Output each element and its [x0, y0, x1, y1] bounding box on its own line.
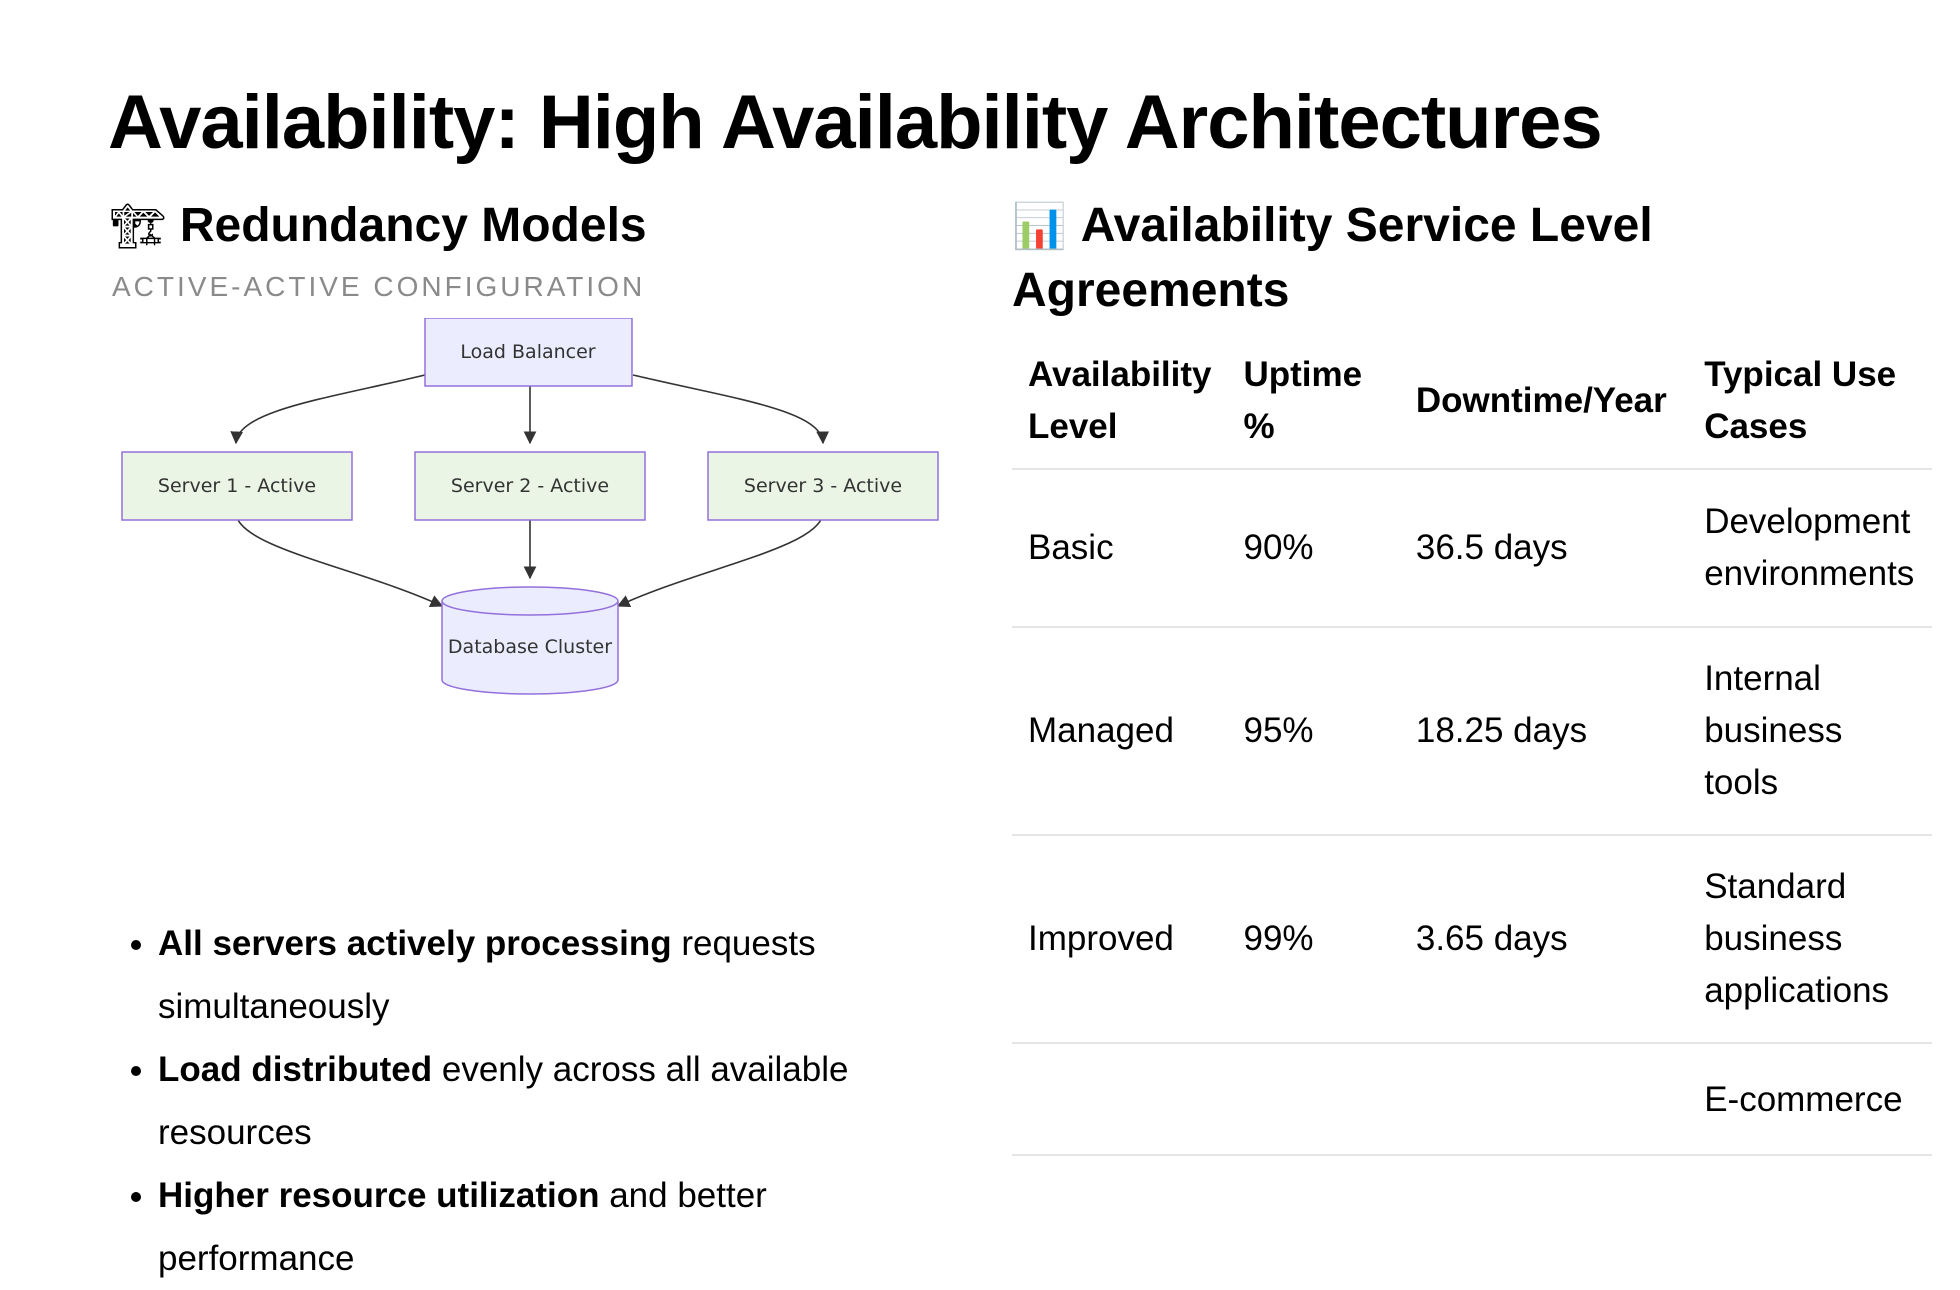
cell-uptime: 90% [1227, 469, 1400, 628]
database-cluster-node: Database Cluster [441, 586, 619, 695]
database-cluster-label: Database Cluster [448, 636, 612, 658]
cell-level: Basic [1012, 469, 1228, 628]
col-header-availability-level: Availability Level [1012, 334, 1228, 470]
server3-label: Server 3 - Active [744, 475, 902, 497]
redundancy-bullets: All servers actively processing requests… [110, 912, 958, 1290]
sla-header-row: Availability Level Uptime % Downtime/Yea… [1012, 334, 1932, 470]
load-balancer-node: Load Balancer [424, 318, 633, 387]
construction-crane-icon: 🏗 [110, 201, 166, 252]
redundancy-models-label: Redundancy Models [179, 199, 647, 252]
edge-lb-server1 [230, 374, 426, 445]
server1-label: Server 1 - Active [158, 475, 316, 497]
sla-section: 📊Availability Service Level Agreements A… [1012, 194, 1932, 1156]
page-title: Availability: High Availability Architec… [108, 80, 1603, 165]
cell-uptime [1227, 1043, 1400, 1156]
table-row: Basic 90% 36.5 days Development environm… [1012, 469, 1932, 628]
cell-downtime [1399, 1043, 1689, 1156]
sla-heading-label: Availability Service Level Agreements [1012, 199, 1653, 317]
redundancy-models-heading: 🏗 Redundancy Models [110, 194, 970, 259]
load-balancer-label: Load Balancer [460, 341, 595, 363]
cell-uptime: 95% [1227, 627, 1400, 836]
cell-level: Improved [1012, 835, 1228, 1044]
table-row: Improved 99% 3.65 days Standard business… [1012, 835, 1932, 1044]
cell-use-case: E-commerce [1688, 1043, 1932, 1156]
bar-chart-icon: 📊 [1012, 201, 1067, 252]
edge-server3-db [616, 513, 824, 607]
cell-level [1012, 1043, 1228, 1156]
active-active-diagram: Load Balancer Server 1 - Active Server 2… [121, 318, 939, 695]
server3-node: Server 3 - Active [707, 451, 939, 521]
server2-label: Server 2 - Active [451, 475, 609, 497]
redundancy-models-section: 🏗 Redundancy Models ACTIVE-ACTIVE CONFIGU… [110, 194, 970, 1278]
col-header-downtime: Downtime/Year [1399, 334, 1689, 470]
bullet-item: Load distributed evenly across all avail… [158, 1038, 958, 1164]
cell-use-case: Development environments [1688, 469, 1932, 628]
cell-uptime: 99% [1227, 835, 1400, 1044]
sla-table: Availability Level Uptime % Downtime/Yea… [1012, 334, 1932, 1156]
col-header-uptime: Uptime % [1227, 334, 1400, 470]
edge-lb-server3 [632, 374, 830, 445]
bullet-item: Higher resource utilization and better p… [158, 1164, 958, 1290]
server1-node: Server 1 - Active [121, 451, 353, 521]
table-row: E-commerce [1012, 1043, 1932, 1156]
server2-node: Server 2 - Active [414, 451, 646, 521]
cell-use-case: Standard business applications [1688, 835, 1932, 1044]
sla-heading: 📊Availability Service Level Agreements [1012, 194, 1932, 323]
cell-downtime: 36.5 days [1399, 469, 1689, 628]
bullet-item: All servers actively processing requests… [158, 912, 958, 1038]
edge-server1-db [235, 513, 444, 607]
table-row: Managed 95% 18.25 days Internal business… [1012, 627, 1932, 836]
cell-use-case: Internal business tools [1688, 627, 1932, 836]
col-header-use-cases: Typical Use Cases [1688, 334, 1932, 470]
cell-downtime: 18.25 days [1399, 627, 1689, 836]
cell-downtime: 3.65 days [1399, 835, 1689, 1044]
cell-level: Managed [1012, 627, 1228, 836]
active-active-subtitle: ACTIVE-ACTIVE CONFIGURATION [112, 271, 646, 302]
